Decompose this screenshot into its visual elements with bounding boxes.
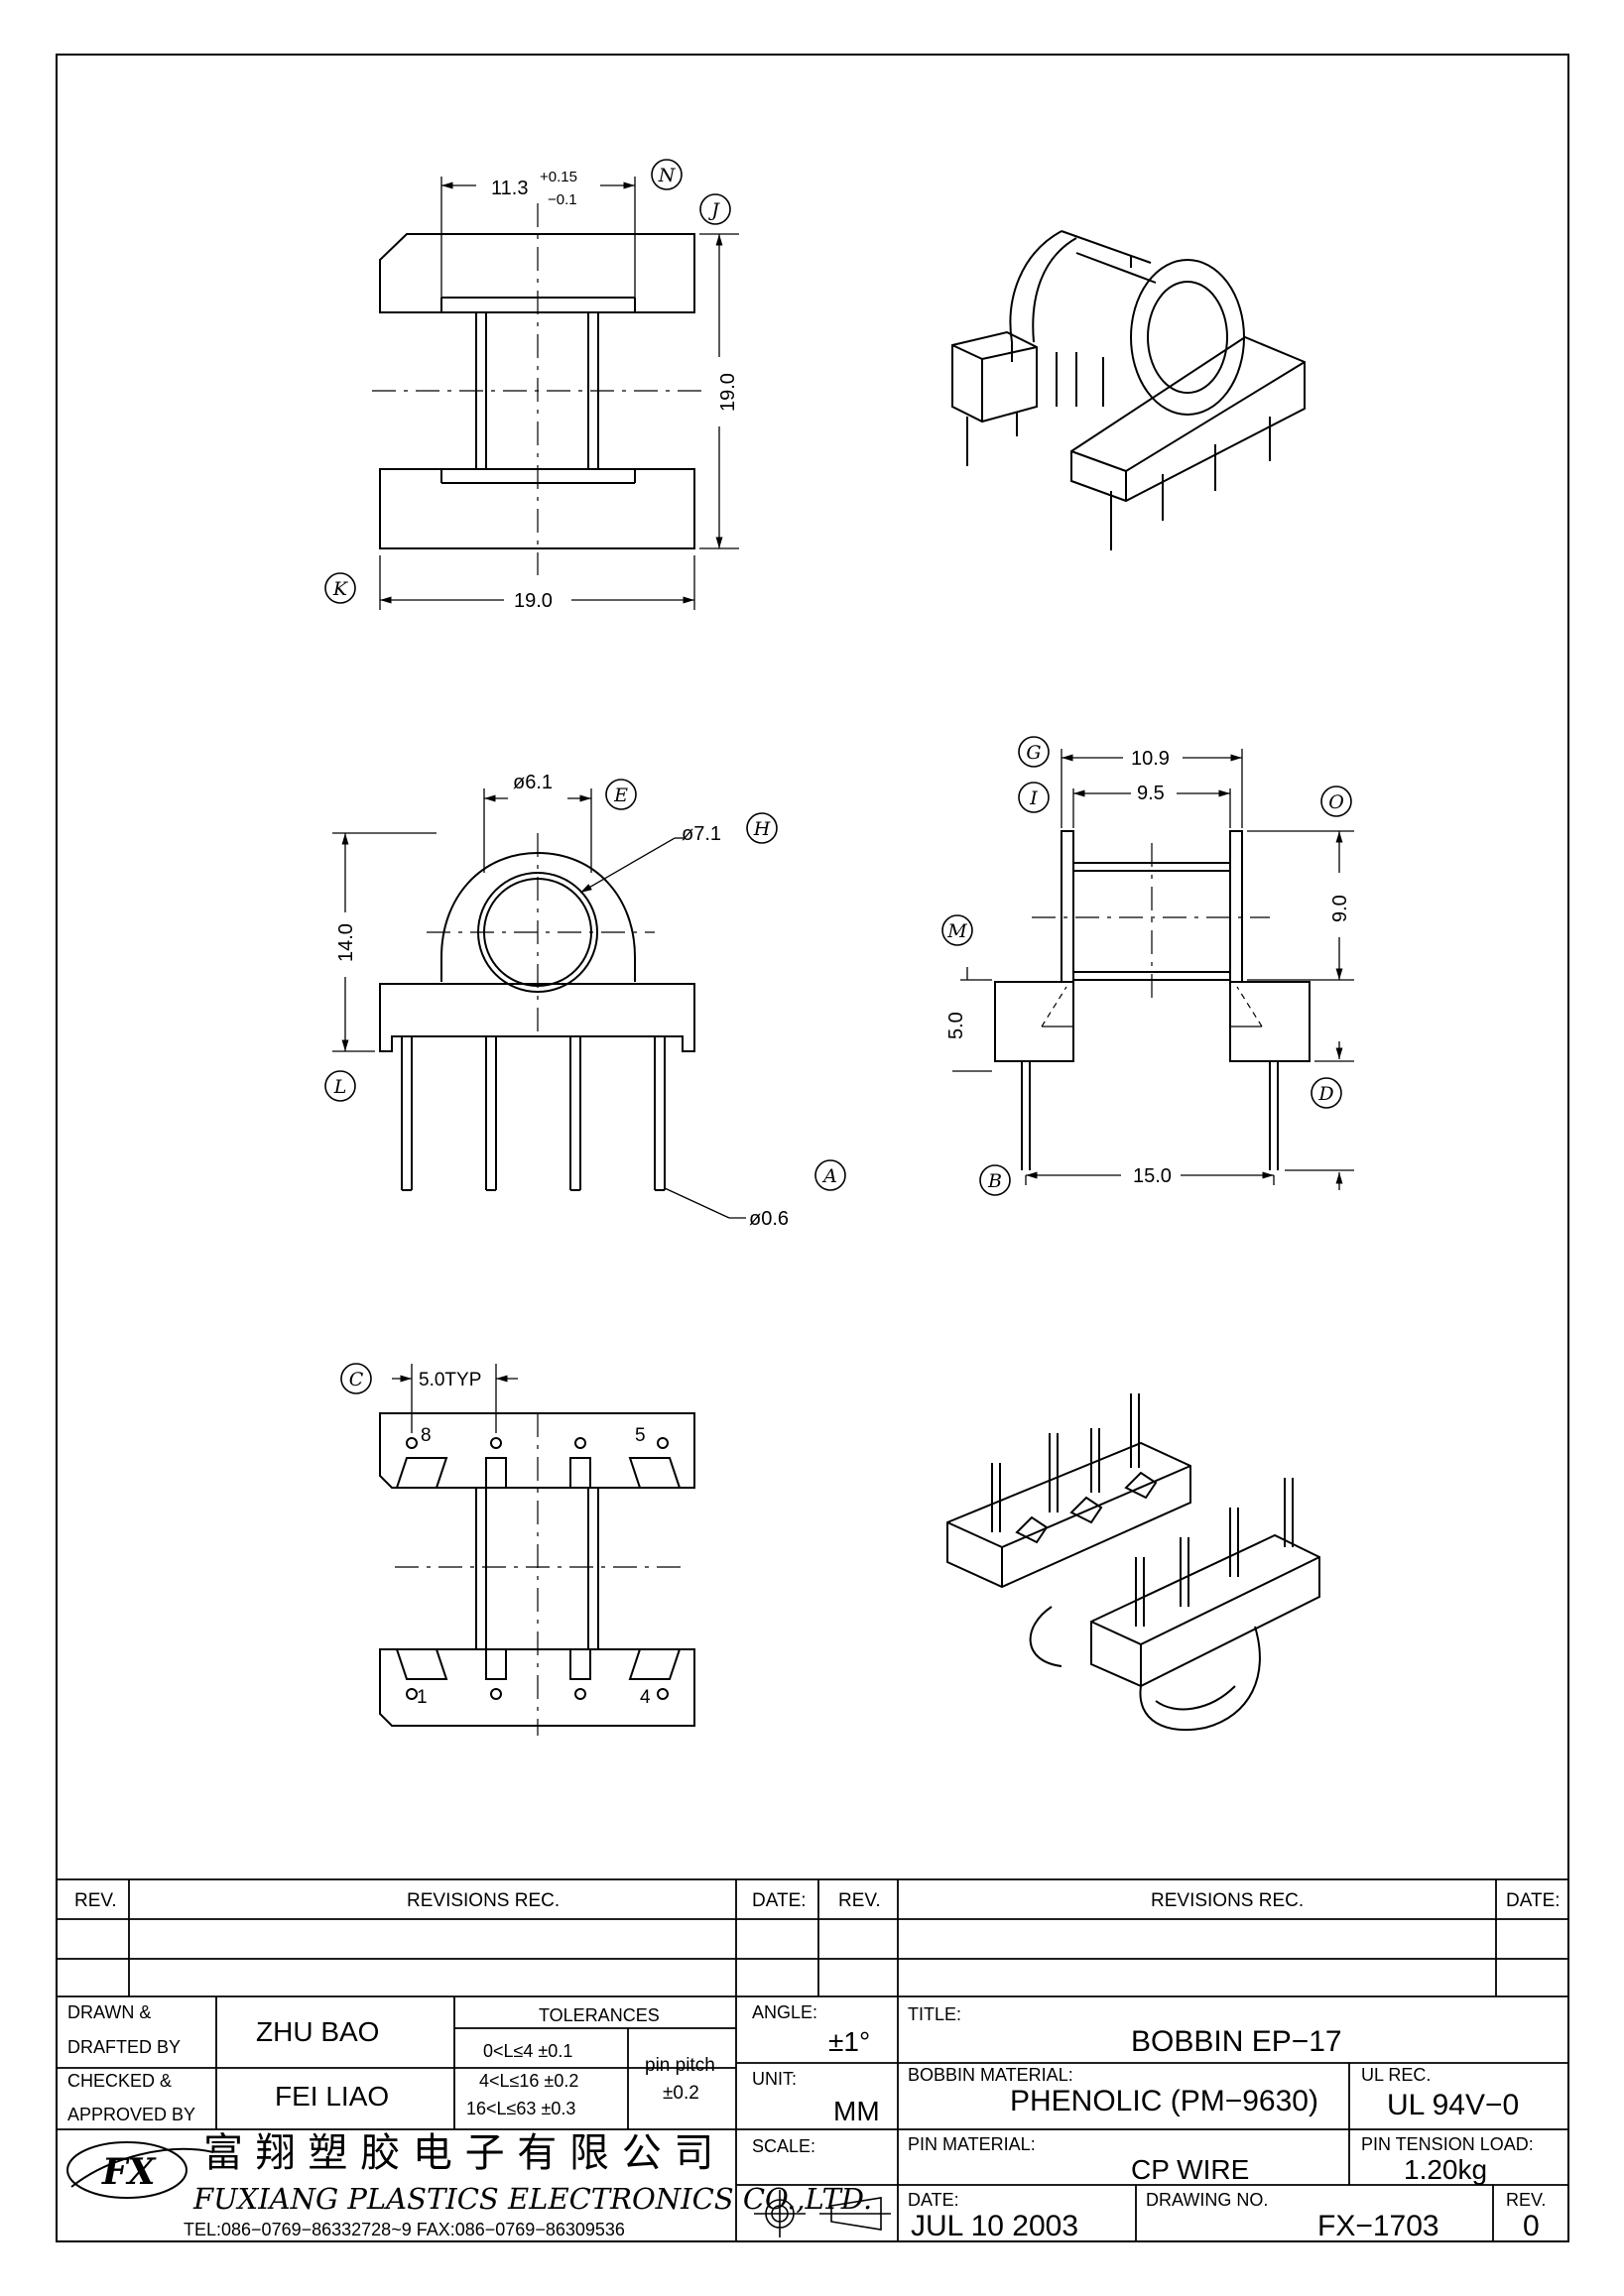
company-logo [66,2141,214,2199]
bobbin-material-label: BOBBIN MATERIAL: [908,2065,1073,2085]
bobbin-material-value: PHENOLIC (PM−9630) [1010,2085,1318,2117]
label-g: G [1026,742,1041,764]
dim-side-base: 5.0 [945,1012,967,1039]
revisions-header-right: REVISIONS REC. [1151,1890,1304,1911]
date-label: DATE: [908,2190,959,2210]
pin-pitch-label: pin pitch [645,2055,715,2076]
dim-top-tol-plus: +0.15 [540,169,577,185]
drawing-no-label: DRAWING NO. [1146,2190,1268,2210]
label-o: O [1328,791,1344,813]
dim-bottom-pitch: 5.0TYP [419,1370,481,1390]
label-k: K [332,578,349,600]
top-view-dimensions [379,177,739,610]
pin-tension-value: 1.20kg [1404,2154,1487,2185]
company-name-en: FUXIANG PLASTICS ELECTRONICS CO.,LTD. [192,2182,872,2216]
bottom-view-dimensions [392,1364,518,1433]
callout-circles [324,159,1352,1394]
label-d: D [1317,1083,1333,1105]
label-e: E [613,785,628,806]
ul-label: UL REC. [1361,2065,1431,2085]
pin-number-4: 4 [640,1687,651,1708]
checked-by-name: FEI LIAO [275,2081,389,2112]
date-value: JUL 10 2003 [911,2210,1078,2242]
dim-top-bottom-width: 19.0 [514,590,553,612]
top-view [372,203,704,575]
rev-header-left: REV. [74,1890,117,1911]
dim-top-width: 11.3 [491,178,528,199]
date-header-left: DATE: [752,1890,807,1911]
angle-label: ANGLE: [752,2002,817,2022]
company-logo-text: FX [101,2151,158,2193]
dim-pin-dia: ø0.6 [749,1208,789,1230]
iso-view-lower [946,1393,1320,1732]
dim-front-inner-dia: ø6.1 [513,772,553,793]
sheet-border [56,54,1569,2242]
dim-side-inner: 9.5 [1137,783,1165,804]
label-h: H [753,818,771,840]
projection-symbol [754,2190,891,2237]
tolerance-row-2: 4<L≤16 ±0.2 [479,2071,578,2091]
drawing-no-value: FX−1703 [1317,2210,1439,2242]
dim-side-height: 9.0 [1329,895,1351,922]
dim-front-height: 14.0 [335,923,357,962]
title-value: BOBBIN EP−17 [1131,2025,1342,2058]
pin-number-5: 5 [635,1425,646,1446]
front-view [379,833,695,1191]
iso-view-upper [951,230,1306,550]
label-b: B [987,1170,1002,1192]
label-i: I [1029,787,1038,809]
tolerance-row-3: 16<L≤63 ±0.3 [466,2099,575,2118]
dim-front-outer-dia: ø7.1 [682,823,721,845]
ul-value: UL 94V−0 [1387,2089,1519,2121]
pin-material-label: PIN MATERIAL: [908,2134,1036,2154]
checked-label-1: CHECKED & [67,2071,172,2091]
tolerances-label: TOLERANCES [539,2005,660,2025]
revisions-header-left: REVISIONS REC. [407,1890,560,1911]
drawn-label-2: DRAFTED BY [67,2037,181,2057]
angle-value: ±1° [828,2026,870,2057]
side-view-dimensions [952,749,1354,1190]
label-n: N [658,165,677,186]
rev-label: REV. [1506,2190,1546,2210]
title-label: TITLE: [908,2004,961,2024]
company-contact: TEL:086−0769−86332728~9 FAX:086−0769−863… [184,2220,625,2239]
dim-top-tol-minus: −0.1 [548,191,577,208]
company-name-cn: 富 翔 塑 胶 电 子 有 限 公 司 [203,2130,713,2176]
dim-side-outer: 10.9 [1131,748,1170,770]
drawn-by-name: ZHU BAO [256,2016,379,2047]
scale-label: SCALE: [752,2136,815,2156]
pin-material-value: CP WIRE [1131,2154,1249,2185]
label-l: L [333,1076,347,1098]
dim-side-pin-span: 15.0 [1133,1165,1172,1187]
title-block-grid [57,1878,1568,2241]
pin-number-8: 8 [421,1425,432,1446]
unit-value: MM [833,2096,880,2126]
label-a: A [821,1165,837,1187]
checked-label-2: APPROVED BY [67,2105,195,2124]
side-view [994,830,1311,1170]
date-header-right: DATE: [1506,1890,1561,1911]
label-c: C [349,1369,364,1390]
drawn-label-1: DRAWN & [67,2002,151,2022]
dim-top-height: 19.0 [717,373,739,412]
pin-pitch-value: ±0.2 [663,2083,699,2104]
label-m: M [946,920,967,942]
pin-number-1: 1 [417,1687,428,1708]
pin-tension-label: PIN TENSION LOAD: [1361,2134,1534,2154]
unit-label: UNIT: [752,2069,797,2089]
label-j: J [707,199,720,221]
rev-header-right: REV. [838,1890,881,1911]
rev-value: 0 [1523,2210,1540,2242]
bottom-view [379,1412,695,1736]
tolerance-row-1: 0<L≤4 ±0.1 [483,2041,572,2061]
front-view-dimensions [332,788,746,1219]
